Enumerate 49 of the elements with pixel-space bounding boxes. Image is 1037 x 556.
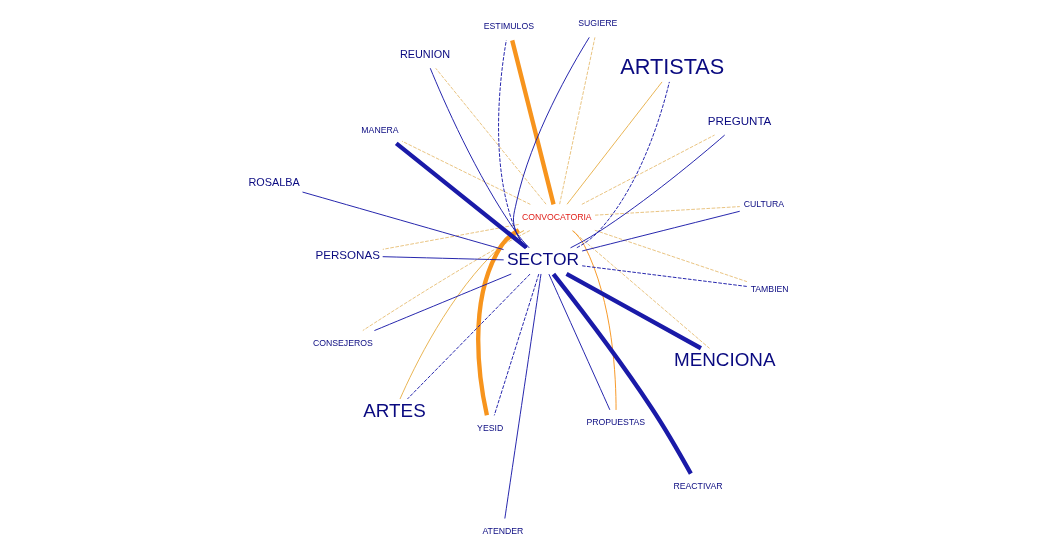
- connector: [493, 273, 539, 416]
- connector: [572, 230, 616, 411]
- connector: [399, 230, 524, 400]
- node-text: SECTOR: [506, 249, 579, 270]
- connector: [575, 81, 670, 249]
- connector: [571, 230, 710, 349]
- connector: [434, 67, 546, 205]
- node-text: PROPUESTAS: [585, 417, 645, 428]
- connector: [373, 273, 512, 332]
- connector: [381, 256, 504, 261]
- connector: [580, 134, 715, 205]
- connector: [406, 273, 530, 400]
- connector: [594, 206, 740, 216]
- node-text: ARTISTAS: [619, 54, 724, 80]
- node-text: CONVOCATORIA: [521, 211, 592, 222]
- connector: [581, 265, 748, 287]
- node-text: ARTES: [362, 399, 426, 421]
- connector: [512, 36, 590, 249]
- connector: [558, 36, 595, 205]
- node-text: CULTURA: [743, 199, 784, 210]
- node-text: PERSONAS: [315, 248, 380, 261]
- connector: [401, 140, 531, 205]
- connector: [429, 67, 530, 249]
- node-text: YESID: [476, 422, 503, 433]
- connector: [581, 210, 740, 252]
- connector: [475, 228, 520, 416]
- connector: [361, 230, 530, 331]
- node-text: MANERA: [360, 124, 399, 135]
- connector: [593, 229, 747, 283]
- connector: [509, 39, 556, 205]
- node-text: SUGIERE: [577, 18, 617, 29]
- connector: [381, 223, 519, 250]
- connector: [564, 272, 702, 351]
- connector: [547, 273, 610, 411]
- connector: [569, 134, 725, 249]
- node-text: ROSALBA: [247, 176, 300, 189]
- node-text: PREGUNTA: [707, 114, 771, 127]
- connector: [566, 81, 662, 205]
- connector: [503, 273, 541, 519]
- connector: [551, 272, 693, 475]
- node-text: MENCIONA: [673, 348, 775, 370]
- connector: [394, 141, 528, 250]
- node-text: REACTIVAR: [672, 481, 723, 492]
- node-text: TAMBIEN: [750, 283, 789, 294]
- node-text: ESTIMULOS: [483, 21, 534, 32]
- node-text: CONSEJEROS: [312, 337, 373, 348]
- node-text: ATENDER: [481, 526, 523, 537]
- connector: [301, 191, 504, 251]
- node-text: REUNION: [399, 47, 450, 60]
